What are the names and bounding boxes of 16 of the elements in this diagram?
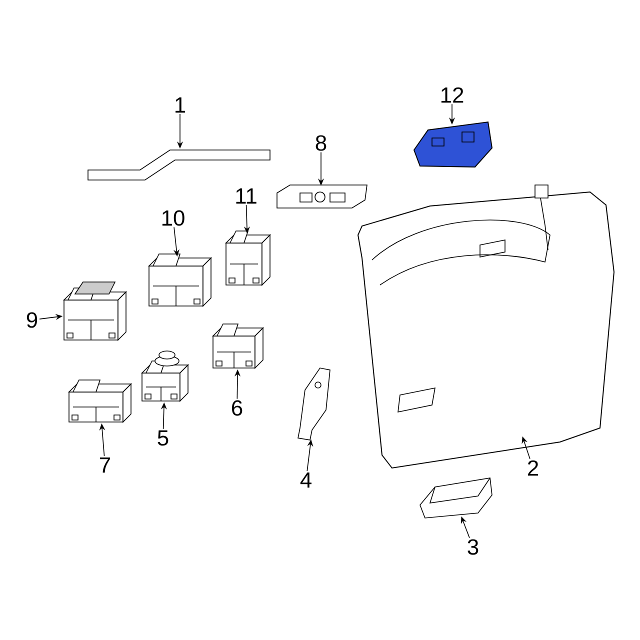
- part-drawing: [276, 184, 368, 208]
- callout-number: 10: [162, 210, 184, 226]
- part-drawing: [298, 368, 330, 440]
- callout-number: 11: [236, 188, 256, 204]
- part-drawing: [88, 150, 270, 180]
- callout-number: 9: [26, 312, 38, 328]
- callout-number: 8: [316, 135, 326, 151]
- part-drawing: [420, 478, 492, 518]
- callout-number: 7: [100, 457, 110, 473]
- callout-number: 4: [300, 472, 312, 488]
- callout-number: 5: [158, 430, 168, 446]
- callout-number: 2: [528, 460, 538, 476]
- callout-number: 1: [176, 97, 186, 113]
- callout-number: 3: [468, 539, 478, 555]
- callout-number: 12: [441, 87, 464, 103]
- callout-number: 6: [232, 400, 242, 416]
